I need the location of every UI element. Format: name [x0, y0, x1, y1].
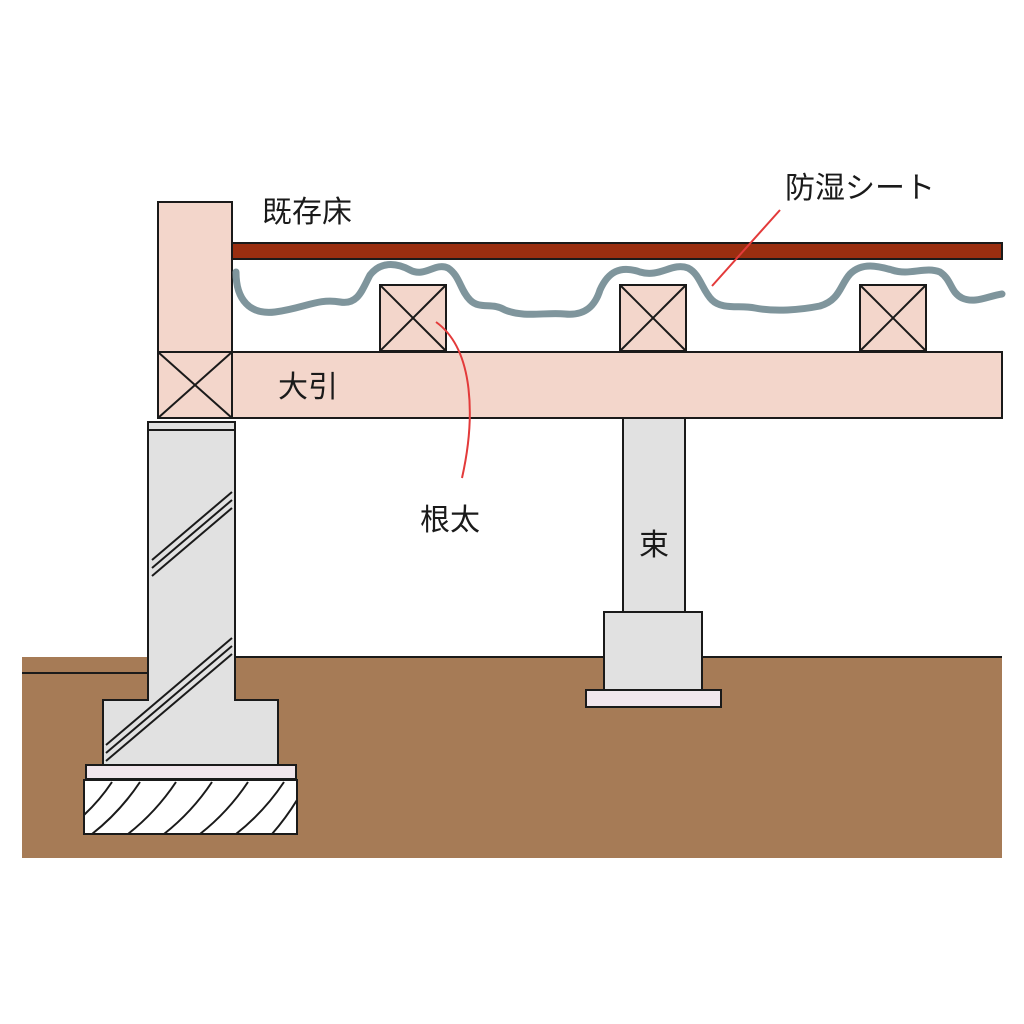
joist-section — [379, 284, 447, 352]
existing-floorboard — [231, 242, 1003, 260]
main-beam — [231, 351, 1003, 419]
moisture-sheet-leader-line — [711, 209, 781, 287]
joist-leader-line — [435, 321, 471, 479]
footing-pad — [85, 764, 297, 780]
sill-section — [157, 351, 233, 419]
wall-post — [157, 201, 233, 353]
moisture-proof-sheet — [232, 261, 1006, 318]
post-footing-block — [603, 611, 703, 691]
post-footing-pad — [585, 689, 722, 708]
gravel-bed — [83, 779, 298, 835]
floor-post — [622, 417, 686, 613]
joist-label: 根太 — [420, 503, 480, 538]
floor-post-label: 束 — [639, 528, 669, 563]
joist-section — [619, 284, 687, 352]
joist-section — [859, 284, 927, 352]
main-beam-label: 大引 — [278, 370, 338, 405]
moisture-sheet-label: 防湿シート — [785, 171, 935, 206]
concrete-foundation — [102, 421, 279, 766]
existing-floor-label: 既存床 — [262, 195, 352, 230]
